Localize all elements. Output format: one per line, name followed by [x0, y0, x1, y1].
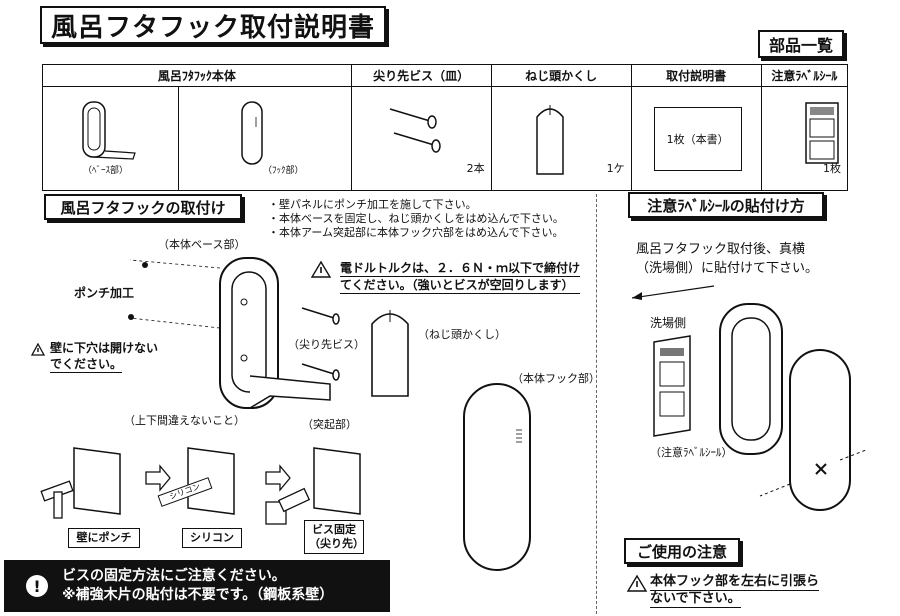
part-label-cell: 1枚 — [760, 86, 849, 191]
parts-header-manual: 取付説明書 — [630, 64, 762, 87]
install-step-2: ・本体ベースを固定し、ねじ頭かくしをはめ込んで下さい。 — [268, 212, 564, 225]
label-section-heading: 注意ﾗﾍﾞﾙｼｰﾙの貼付け方 — [628, 192, 824, 218]
screw-label: （尖り先ビス） — [288, 338, 365, 351]
step2-label: シリコン — [182, 528, 242, 548]
step3-label: ビス固定 （尖り先） — [304, 520, 364, 554]
part-screw-cell: 2本 — [350, 86, 492, 191]
screw-warning-line1: ビスの固定方法にご注意ください。 — [62, 568, 286, 584]
screw-qty: 2本 — [466, 162, 485, 175]
part-base-cell: （ﾍﾞｰｽ部） — [42, 86, 179, 191]
page-title: 風呂フタフック取付説明書 — [40, 6, 386, 44]
section-divider — [596, 194, 597, 614]
updown-label: （上下間違えないこと） — [124, 414, 245, 427]
exclamation-icon: ! — [26, 575, 48, 597]
install-hook-icon — [463, 383, 531, 571]
punch-dot-top — [142, 262, 148, 268]
install-step-3: ・本体アーム突起部に本体フック穴部をはめ込んで下さい。 — [268, 226, 564, 239]
parts-list-label: 部品一覧 — [758, 30, 844, 58]
parts-header-label: 注意ﾗﾍﾞﾙｼｰﾙ — [760, 64, 849, 87]
base-part-icon — [82, 101, 136, 160]
screw-warning-line2: ※補強木片の貼付は不要です。（鋼板系壁） — [62, 587, 334, 603]
punch-dot-bottom — [128, 314, 134, 320]
screw-icon — [389, 108, 441, 153]
warning-triangle-icon — [30, 342, 46, 356]
part-cap-cell: 1ケ — [490, 86, 632, 191]
base-illustration — [129, 257, 331, 409]
part-hook-cell: （ﾌｯｸ部） — [178, 86, 352, 191]
punch-label: ポンチ加工 — [74, 286, 135, 300]
base-part-label: （本体ベース部） — [158, 238, 246, 251]
manual-doc-icon: 1枚（本書） — [653, 107, 742, 171]
usage-heading: ご使用の注意 — [624, 538, 740, 564]
parts-header-cap: ねじ頭かくし — [490, 64, 632, 87]
sticker-label: （注意ﾗﾍﾞﾙｼｰﾙ） — [650, 446, 733, 459]
torque-warning-icon — [310, 260, 332, 278]
label-illustration — [653, 303, 867, 511]
no-hole-warning: 壁に下穴は開けない でください。 — [50, 341, 159, 373]
torque-warning: 電ドルトルクは、２．６Ｎ・ｍ以下で締付け てください。（強いとビスが空回りします… — [340, 261, 581, 294]
cap-label: （ねじ頭かくし） — [418, 328, 506, 341]
base-sub-label: （ﾍﾞｰｽ部） — [83, 166, 129, 176]
wash-side-label: 洗場側 — [650, 316, 687, 330]
screw-warning-bar: ! ビスの固定方法にご注意ください。 ※補強木片の貼付は不要です。（鋼板系壁） — [4, 560, 390, 612]
label-qty: 1枚 — [823, 162, 841, 175]
part-manual-cell: 1枚（本書） — [630, 86, 762, 191]
install-cap-icon — [371, 310, 409, 397]
install-heading: 風呂フタフックの取付け — [44, 194, 242, 220]
label-instructions: 風呂フタフック取付後、真横 （洗場側）に貼付けて下さい。 — [636, 242, 819, 276]
hook-label: （本体フック部） — [512, 372, 600, 385]
step1-label: 壁にポンチ — [68, 528, 140, 548]
steps-illustration — [40, 447, 361, 525]
parts-header-screw: 尖り先ビス（皿） — [350, 64, 492, 87]
parts-header-body: 風呂ﾌﾀﾌｯｸ本体 — [42, 64, 352, 87]
direction-arrow-icon — [631, 285, 715, 300]
install-steps: ・壁パネルにポンチ加工を施して下さい。 ・本体ベースを固定し、ねじ頭かくしをはめ… — [268, 198, 564, 240]
install-screws-icon — [301, 307, 340, 381]
usage-warning-icon — [626, 574, 648, 592]
install-step-1: ・壁パネルにポンチ加工を施して下さい。 — [268, 198, 477, 211]
label-sticker-icon — [804, 102, 839, 164]
hook-sub-label: （ﾌｯｸ部） — [263, 166, 304, 176]
usage-warning: 本体フック部を左右に引張ら ないで下さい。 — [650, 574, 820, 608]
protrusion-label: （突起部） — [302, 418, 357, 431]
cap-qty: 1ケ — [606, 162, 625, 175]
screw-cap-icon — [535, 105, 564, 175]
hook-part-icon — [241, 101, 263, 165]
parts-table: 風呂ﾌﾀﾌｯｸ本体 尖り先ビス（皿） ねじ頭かくし 取付説明書 注意ﾗﾍﾞﾙｼｰ… — [42, 64, 849, 191]
